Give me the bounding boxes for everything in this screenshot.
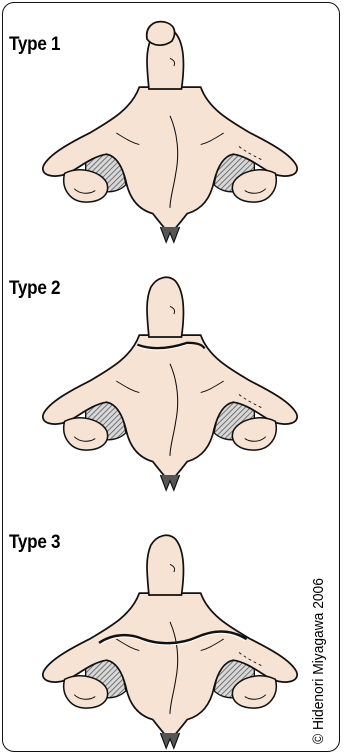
dens-tip-fracture [147,22,175,46]
vertebra-type-1 [20,20,320,250]
copyright-notice: © Hidenori Miyagawa 2006 [310,578,327,744]
vertebra-type-3 [20,526,320,756]
vertebra-type-2 [20,268,320,498]
